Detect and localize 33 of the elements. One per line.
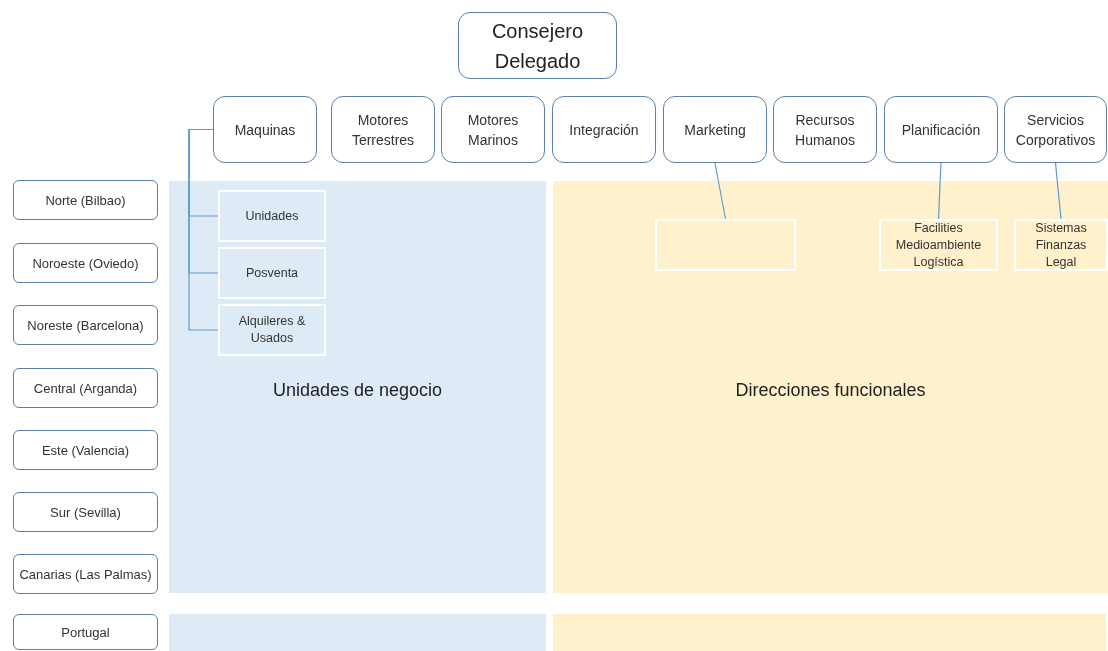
region-box: Canarias (Las Palmas) <box>13 554 158 594</box>
section-band <box>553 614 1106 651</box>
region-box: Norte (Bilbao) <box>13 180 158 220</box>
region-box: Noreste (Barcelona) <box>13 305 158 345</box>
section-band <box>169 181 546 593</box>
region-box: Noroeste (Oviedo) <box>13 243 158 283</box>
executive-box: Consejero Delegado <box>458 12 617 79</box>
region-box: Portugal <box>13 614 158 650</box>
connector-line <box>188 128 219 331</box>
unit-box: Posventa <box>218 247 326 299</box>
unit-box: Unidades <box>218 190 326 242</box>
section-band <box>169 614 546 651</box>
region-box: Central (Arganda) <box>13 368 158 408</box>
unit-box: Alquileres & Usados <box>218 304 326 356</box>
connector-line <box>714 162 727 220</box>
empty-box <box>655 219 796 271</box>
connector-line <box>937 162 942 220</box>
department-box: Motores Terrestres <box>331 96 435 163</box>
unit-box: Facilities Medioambiente Logística <box>879 219 998 271</box>
section-title: Unidades de negocio <box>271 379 444 402</box>
department-box: Maquinas <box>213 96 317 163</box>
region-box: Sur (Sevilla) <box>13 492 158 532</box>
department-box: Planificación <box>884 96 998 163</box>
department-box: Integración <box>552 96 656 163</box>
connector-line <box>1054 162 1062 220</box>
section-title: Direcciones funcionales <box>734 379 927 402</box>
department-box: Motores Marinos <box>441 96 545 163</box>
region-box: Este (Valencia) <box>13 430 158 470</box>
unit-box: Sistemas Finanzas Legal <box>1014 219 1108 271</box>
department-box: Servicios Corporativos <box>1004 96 1107 163</box>
department-box: Marketing <box>663 96 767 163</box>
department-box: Recursos Humanos <box>773 96 877 163</box>
section-band <box>553 181 1108 593</box>
